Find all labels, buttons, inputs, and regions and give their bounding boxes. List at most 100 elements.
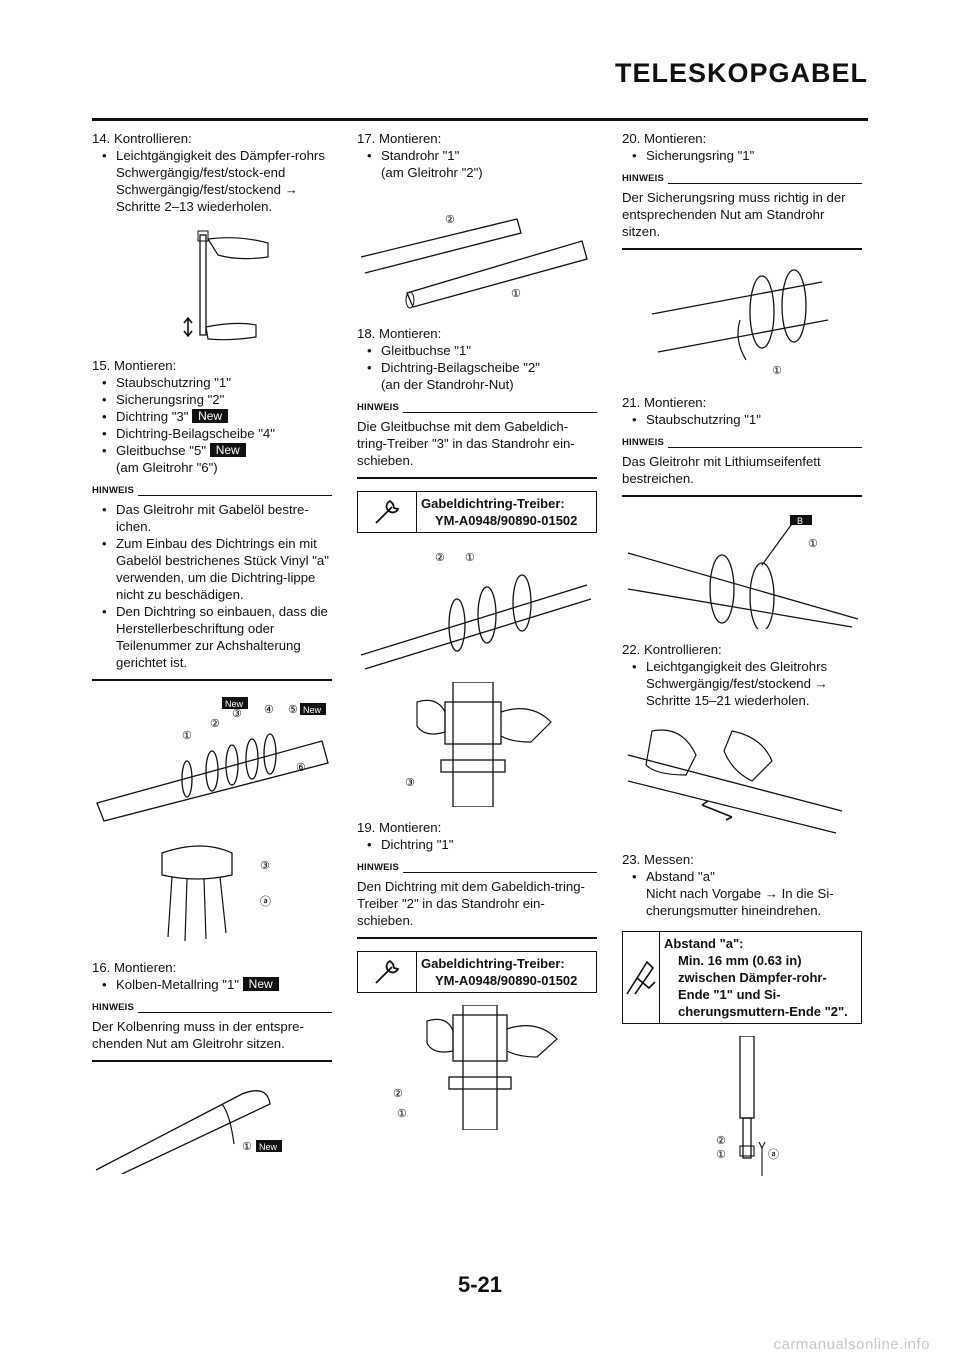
step-15-location: (am Gleitrohr "6")	[116, 460, 218, 475]
hinweis-text: Der Kolbenring muss in der entspre-chend…	[92, 1019, 304, 1051]
hinweis-text: Der Sicherungsring muss richtig in der e…	[622, 190, 846, 239]
tool-box: Gabeldichtring-Treiber:YM-A0948/90890-01…	[357, 951, 597, 993]
step-22-action: Schritte 15–21 wiederholen.	[646, 693, 810, 708]
callout-1: ①	[808, 538, 818, 550]
callout-4: ④	[264, 704, 274, 716]
hinweis-heading: HINWEIS	[357, 859, 597, 876]
hinweis-end-rule	[357, 477, 597, 479]
step-14-condition: Schwergängig/fest/stockend →	[116, 182, 298, 197]
column-1: 14. Kontrollieren: Leichtgängigkeit des …	[92, 130, 332, 1186]
step-20-bullet: Sicherungsring "1"	[622, 147, 862, 164]
hinweis-heading: HINWEIS	[357, 399, 597, 416]
new-badge: New	[259, 1142, 278, 1152]
figure-inner-tube: ② ①	[357, 193, 597, 313]
figure-damper-rod-check	[92, 227, 332, 345]
hinweis-heading: HINWEIS	[92, 999, 332, 1016]
step-23-title: 23. Messen:	[622, 852, 694, 867]
callout-2: ②	[393, 1088, 403, 1100]
step-18-bullet-1: Gleitbuchse "1"	[357, 342, 597, 359]
hinweis-text: Die Gleitbuchse mit dem Gabeldich-tring-…	[357, 419, 575, 468]
new-badge: New	[209, 443, 246, 457]
callout-5: ⑤	[288, 704, 298, 716]
callout-2: ②	[210, 718, 220, 730]
step-18-location: (an der Standrohr-Nut)	[381, 377, 514, 392]
callout-1: ①	[397, 1108, 407, 1120]
step-15-bullet-4: Dichtring-Beilagscheibe "4"	[92, 425, 332, 442]
callout-2: ②	[716, 1135, 726, 1147]
step-22-bullet: Leichtgangigkeit des Gleitrohrs	[622, 658, 862, 675]
tool-label: Gabeldichtring-Treiber:	[421, 956, 565, 971]
step-17-title: 17. Montieren:	[357, 131, 442, 146]
callout-1: ①	[716, 1149, 726, 1161]
step-14-title: 14. Kontrollieren:	[92, 131, 192, 146]
step-22-condition: Schwergängig/fest/stockend →	[646, 676, 828, 691]
step-15-bullet-3: Dichtring "3" New	[92, 408, 332, 425]
step-16-title: 16. Montieren:	[92, 960, 177, 975]
callout-1: ①	[772, 365, 782, 377]
hinweis-bullet-3: Den Dichtring so einbauen, dass die Hers…	[92, 603, 332, 671]
callout-1: ①	[182, 730, 192, 742]
caliper-icon	[623, 932, 660, 1023]
callout-1: ①	[511, 288, 521, 300]
callout-2: ②	[435, 552, 445, 564]
hinweis-text: Das Gleitrohr mit Lithiumseifenfett best…	[622, 454, 821, 486]
hinweis-end-rule	[622, 248, 862, 250]
figure-outer-tube-check	[622, 721, 862, 839]
wrench-icon	[358, 492, 417, 532]
figure-circlip: ①	[622, 262, 862, 382]
figure-driver-seal: ② ①	[357, 1005, 597, 1130]
new-badge: New	[303, 705, 322, 715]
hinweis-bullet-2: Zum Einbau des Dichtrings ein mit Gabelö…	[92, 535, 332, 603]
page-number: 5-21	[457, 1272, 503, 1297]
step-19-title: 19. Montieren:	[357, 820, 442, 835]
hinweis-end-rule	[622, 495, 862, 497]
step-15-bullet-2: Sicherungsring "2"	[92, 391, 332, 408]
step-20-title: 20. Montieren:	[622, 131, 707, 146]
step-17-bullet: Standrohr "1"	[357, 147, 597, 164]
step-23-condition: Nicht nach Vorgabe → In die Si-cherungsm…	[646, 886, 834, 918]
figure-vinyl-seal: ③ ⓐ	[92, 835, 332, 947]
step-15-title: 15. Montieren:	[92, 358, 177, 373]
tool-label: Gabeldichtring-Treiber:	[421, 496, 565, 511]
figure-distance: ② ① ⓐ	[622, 1036, 862, 1186]
step-18-title: 18. Montieren:	[357, 326, 442, 341]
step-14-action: Schritte 2–13 wiederholen.	[116, 199, 273, 214]
hinweis-bullet-1: Das Gleitrohr mit Gabelöl bestre-ichen.	[92, 501, 332, 535]
page-title: TELESKOPGABEL	[614, 58, 868, 88]
figure-seal-assembly: ① ② ③ ④ ⑤ ⑥ New New	[92, 693, 332, 823]
spec-title: Abstand "a":	[664, 936, 744, 951]
hinweis-text: Den Dichtring mit dem Gabeldich-tring-Tr…	[357, 879, 585, 928]
spec-box: Abstand "a":Min. 16 mm (0.63 in) zwische…	[622, 931, 862, 1024]
step-18-bullet-2: Dichtring-Beilagscheibe "2"	[357, 359, 597, 376]
callout-1: ①	[465, 552, 475, 564]
hinweis-heading: HINWEIS	[622, 434, 862, 451]
callout-3: ③	[232, 708, 242, 720]
hinweis-end-rule	[92, 679, 332, 681]
step-22-title: 22. Kontrollieren:	[622, 642, 722, 657]
step-21-title: 21. Montieren:	[622, 395, 707, 410]
watermark: carmanualsonline.info	[773, 1336, 930, 1353]
new-badge: New	[225, 699, 244, 709]
step-14-bullet: Leichtgängigkeit des Dämpfer-rohrs Schwe…	[92, 147, 332, 181]
tool-box: Gabeldichtring-Treiber: YM-A0948/90890-01…	[357, 491, 597, 533]
hinweis-end-rule	[92, 1060, 332, 1062]
callout-b: B	[797, 516, 803, 526]
callout-a: ⓐ	[768, 1148, 779, 1161]
figure-bushing: ② ①	[357, 545, 597, 670]
step-16-bullet: Kolben-Metallring "1" New	[92, 976, 332, 993]
header-rule	[92, 118, 868, 121]
hinweis-heading: HINWEIS	[622, 170, 862, 187]
step-15-bullet-5: Gleitbuchse "5" New	[92, 442, 332, 459]
callout-1: ①	[242, 1141, 252, 1153]
hinweis-heading: HINWEIS	[92, 482, 332, 499]
wrench-icon	[358, 952, 417, 992]
step-17-location: (am Gleitrohr "2")	[381, 165, 483, 180]
new-badge: New	[192, 409, 229, 423]
figure-dust-seal: B ①	[622, 509, 862, 629]
callout-2: ②	[445, 214, 455, 226]
step-15-bullet-1: Staubschutzring "1"	[92, 374, 332, 391]
hinweis-end-rule	[357, 937, 597, 939]
callout-3: ③	[405, 777, 415, 789]
column-2: 17. Montieren: Standrohr "1" (am Gleitro…	[357, 130, 597, 1142]
tool-part-number: YM-A0948/90890-01502	[435, 513, 578, 528]
